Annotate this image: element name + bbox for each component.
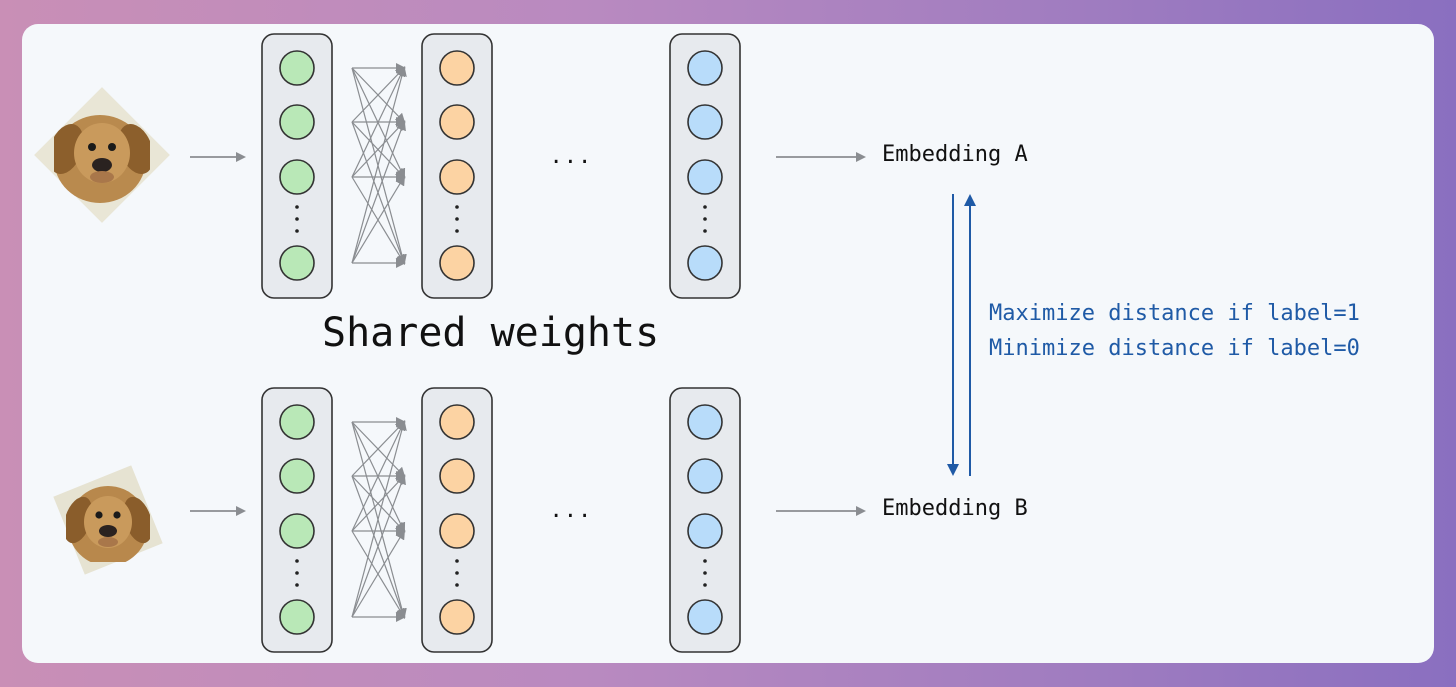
connections xyxy=(351,417,407,622)
node xyxy=(439,104,475,140)
layer3-nodes xyxy=(687,50,723,281)
layer2-nodes xyxy=(439,404,475,635)
layer1-nodes xyxy=(279,50,315,281)
layer1-nodes xyxy=(279,404,315,635)
node xyxy=(687,599,723,635)
layer2-nodes xyxy=(439,50,475,281)
node xyxy=(439,513,475,549)
embedding-a-label: Embedding A xyxy=(882,142,1028,167)
embedding-b-label: Embedding B xyxy=(882,496,1028,521)
dog-photo-top xyxy=(34,87,170,223)
node xyxy=(439,159,475,195)
node xyxy=(279,50,315,86)
node xyxy=(687,159,723,195)
ellipsis-bottom: ... xyxy=(552,494,595,524)
node xyxy=(439,245,475,281)
vertical-ellipsis xyxy=(295,559,707,587)
loss-label-maximize: Maximize distance if label=1 xyxy=(989,301,1360,326)
node xyxy=(279,159,315,195)
network-bottom xyxy=(261,387,741,653)
node xyxy=(279,404,315,440)
node xyxy=(439,458,475,494)
node xyxy=(687,50,723,86)
node xyxy=(439,599,475,635)
node xyxy=(687,404,723,440)
layer3-nodes xyxy=(687,404,723,635)
network-top xyxy=(261,33,741,299)
node xyxy=(687,245,723,281)
connections xyxy=(351,63,407,268)
node xyxy=(687,458,723,494)
dog-photo-bottom xyxy=(53,465,163,575)
node xyxy=(279,104,315,140)
vertical-ellipsis xyxy=(295,205,707,233)
node xyxy=(279,458,315,494)
node xyxy=(687,513,723,549)
ellipsis-top: ... xyxy=(552,140,595,170)
node xyxy=(439,404,475,440)
node xyxy=(279,513,315,549)
shared-weights-title: Shared weights xyxy=(322,310,660,356)
node xyxy=(279,599,315,635)
loss-label-minimize: Minimize distance if label=0 xyxy=(989,336,1360,361)
node xyxy=(279,245,315,281)
node xyxy=(439,50,475,86)
node xyxy=(687,104,723,140)
